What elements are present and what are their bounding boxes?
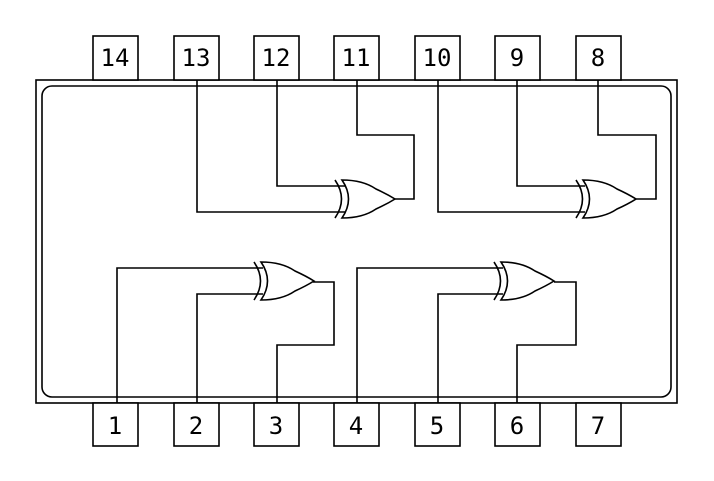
wire-pin2 (196, 293, 263, 403)
wire-pin5 (437, 293, 503, 403)
pin-9: 9 (494, 35, 541, 81)
pin-12: 12 (253, 35, 300, 81)
pin-label: 13 (182, 44, 211, 72)
pin-label: 7 (591, 412, 605, 440)
pin-2: 2 (173, 402, 220, 447)
xor-gate-b (575, 179, 638, 219)
pin-label: 14 (101, 44, 130, 72)
pin-label: 6 (510, 412, 524, 440)
wire-pin11 (356, 80, 415, 200)
wire-pin10 (437, 80, 585, 213)
pin-7: 7 (575, 402, 622, 447)
pin-label: 4 (349, 412, 363, 440)
pin-1: 1 (92, 402, 139, 447)
pin-14: 14 (92, 35, 139, 81)
pin-5: 5 (414, 402, 461, 447)
pin-label: 1 (108, 412, 122, 440)
xor-gate-d (493, 261, 556, 301)
pin-10: 10 (414, 35, 461, 81)
wire-pin3 (276, 281, 335, 403)
wire-pin4 (356, 267, 503, 403)
pin-label: 9 (510, 44, 524, 72)
pin-13: 13 (173, 35, 220, 81)
wire-pin12 (276, 80, 345, 187)
pin-label: 2 (189, 412, 203, 440)
bottom-pins: 1 2 3 4 5 6 7 (92, 402, 622, 447)
pin-label: 5 (430, 412, 444, 440)
wire-pin9 (516, 80, 585, 187)
pin-label: 12 (262, 44, 291, 72)
pin-label: 8 (591, 44, 605, 72)
pin-11: 11 (333, 35, 380, 81)
wiring (116, 80, 657, 403)
pin-3: 3 (253, 402, 300, 447)
xor-gate-a (334, 179, 397, 219)
wire-pin6 (516, 281, 577, 403)
pin-6: 6 (494, 402, 541, 447)
wire-pin13 (196, 80, 345, 213)
top-pins: 14 13 12 11 10 9 8 (92, 35, 622, 81)
pin-8: 8 (575, 35, 622, 81)
pin-label: 3 (269, 412, 283, 440)
xor-gate-c (253, 261, 316, 301)
wire-pin1 (116, 267, 263, 403)
wire-pin8 (597, 80, 657, 200)
pin-4: 4 (333, 402, 380, 447)
pin-label: 10 (423, 44, 452, 72)
pin-label: 11 (342, 44, 371, 72)
